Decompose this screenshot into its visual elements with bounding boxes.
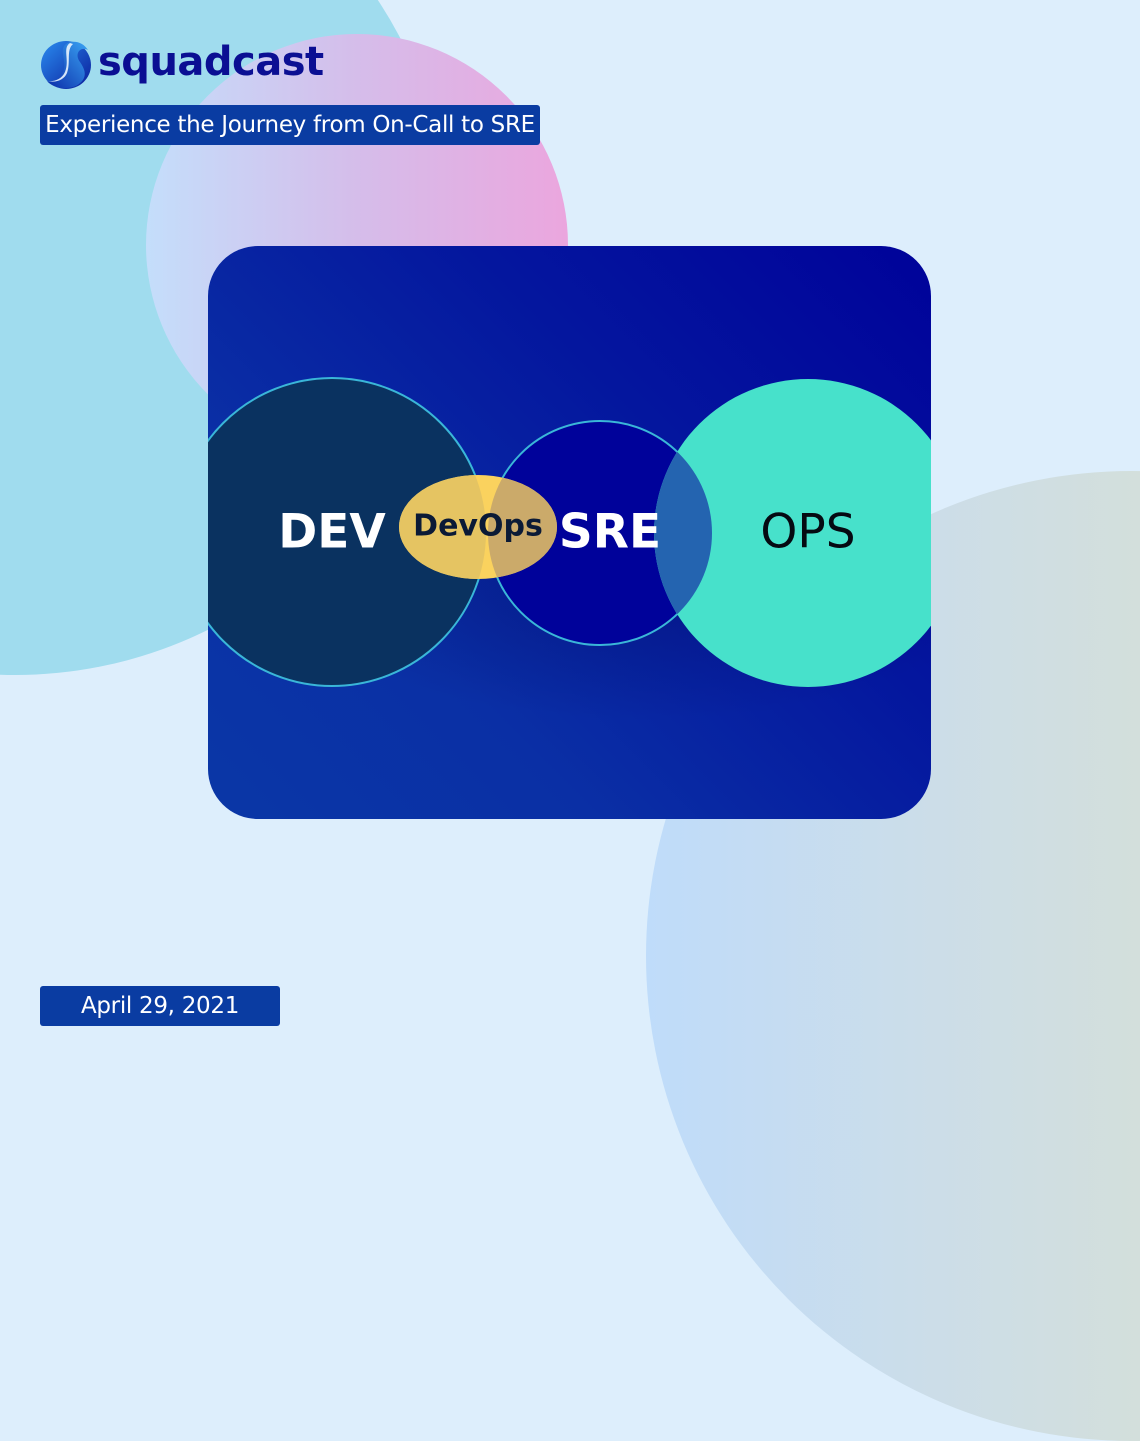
brand-logo: squadcast — [40, 39, 324, 90]
tagline-banner: Experience the Journey from On-Call to S… — [40, 105, 540, 145]
venn-diagram-card: DEV DevOps SRE OPS — [208, 246, 931, 819]
date-badge: April 29, 2021 — [40, 986, 280, 1026]
brand-name: squadcast — [98, 39, 324, 85]
venn-diagram — [208, 377, 931, 687]
devops-sre-overlap — [488, 475, 557, 579]
devops-dev-overlap — [399, 475, 486, 579]
devops-label: DevOps — [413, 508, 543, 544]
ops-circle — [654, 379, 931, 687]
ops-label: OPS — [760, 504, 856, 560]
sre-label: SRE — [558, 504, 662, 560]
squadcast-s-logo-icon — [41, 41, 91, 89]
dev-label: DEV — [278, 504, 386, 560]
